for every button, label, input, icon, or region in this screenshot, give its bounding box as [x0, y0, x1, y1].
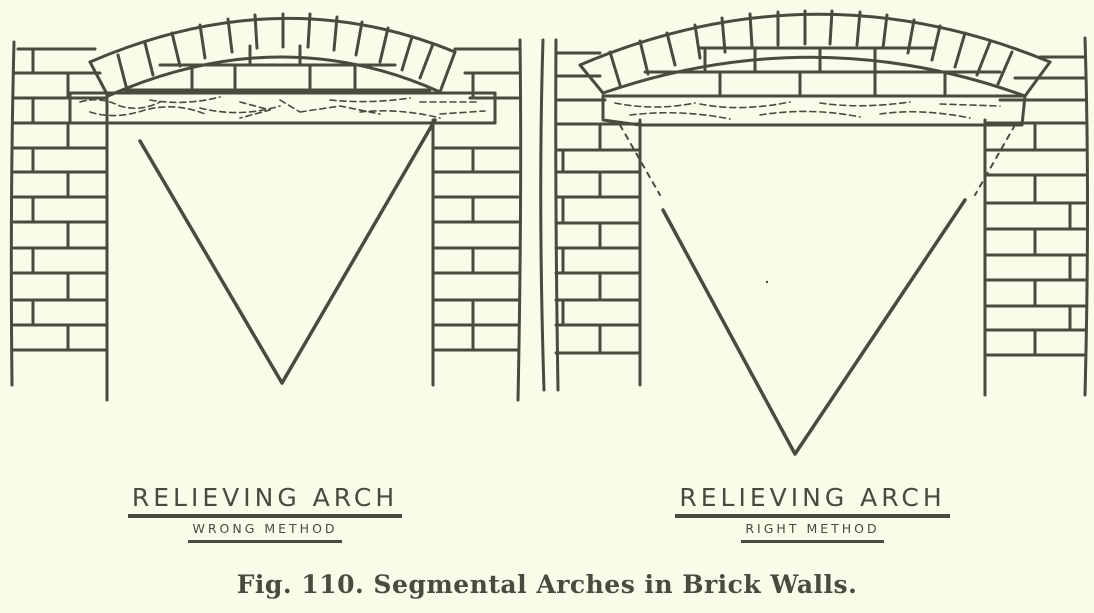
- left-label-sub: WRONG METHOD: [188, 521, 342, 543]
- right-v-lines: [661, 198, 967, 456]
- right-lintel: [601, 94, 1027, 127]
- right-panel-drawing: [539, 9, 1089, 456]
- left-arch: [88, 12, 457, 98]
- left-panel-drawing: [9, 12, 523, 402]
- right-arch: [578, 9, 1052, 98]
- right-label-sub: RIGHT METHOD: [741, 521, 884, 543]
- right-dashed-relief-lines: [619, 124, 1016, 196]
- right-label-main: RELIEVING ARCH: [679, 483, 946, 512]
- right-panel-label: RELIEVING ARCH RIGHT METHOD: [640, 484, 985, 543]
- left-wall-right-pier: [431, 38, 523, 402]
- right-wall-right-pier: [983, 36, 1089, 397]
- left-wall-left-pier: [9, 40, 109, 402]
- left-lintel: [68, 91, 497, 125]
- figure-caption: Fig. 110. Segmental Arches in Brick Wall…: [236, 570, 858, 599]
- left-label-main: RELIEVING ARCH: [131, 483, 399, 512]
- left-v-lines: [138, 118, 437, 385]
- right-wall-left-pier: [554, 38, 642, 392]
- left-panel-label: RELIEVING ARCH WRONG METHOD: [95, 484, 435, 543]
